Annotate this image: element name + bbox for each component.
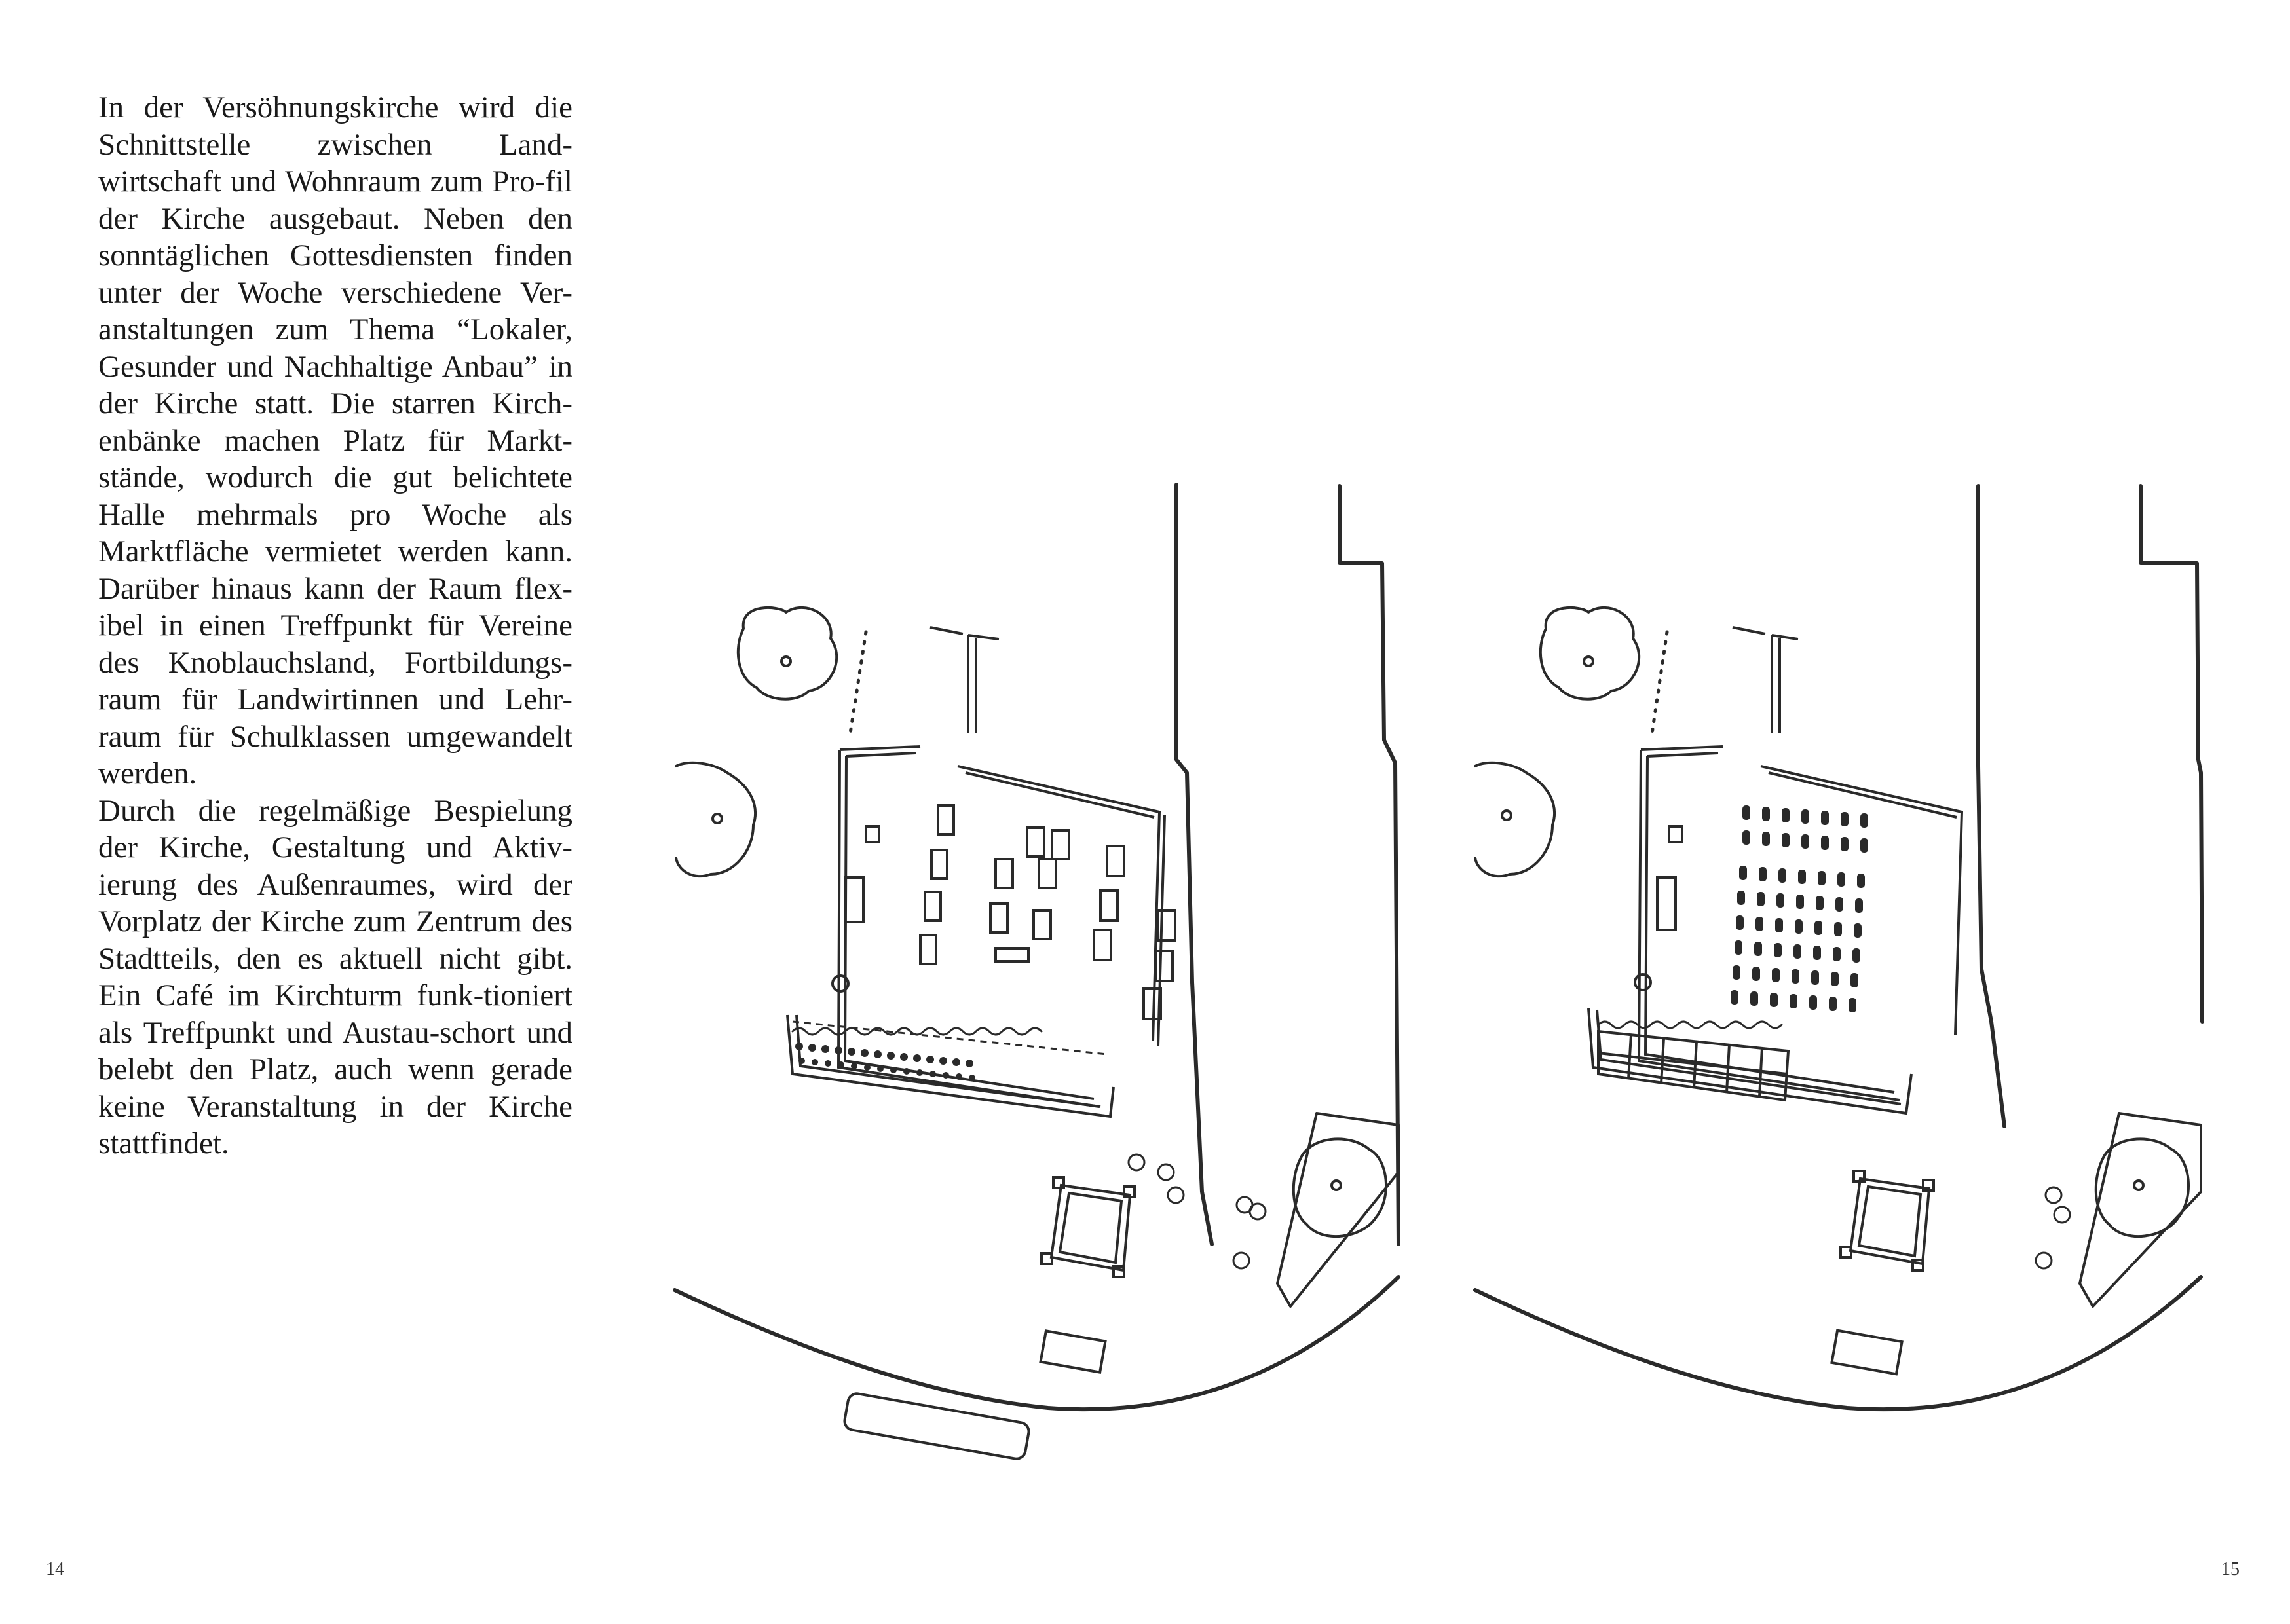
planter-triangle <box>1276 1112 1400 1308</box>
tree-canopy-3 <box>2094 1137 2190 1238</box>
tree-trunk-2 <box>711 813 723 824</box>
entrance-dashed-line <box>792 1020 1108 1056</box>
plan-right-seating-layout <box>1473 484 2204 1412</box>
long-table <box>843 1392 1030 1460</box>
tree-trunk-2 <box>1501 809 1512 821</box>
gazebo-post <box>1123 1185 1136 1198</box>
stall <box>994 858 1014 889</box>
choir-annex <box>929 626 1000 733</box>
stall <box>989 902 1009 934</box>
cafe-table <box>1248 1202 1267 1221</box>
choir-annex <box>1732 626 1799 733</box>
stall <box>1106 845 1125 877</box>
gazebo-post <box>1040 1252 1053 1265</box>
cafe-table <box>1127 1153 1146 1172</box>
stall <box>865 825 880 843</box>
font-circle <box>1634 973 1652 991</box>
church-wall-outer <box>1637 745 1964 1101</box>
page-number-left: 14 <box>46 1559 64 1579</box>
fence-dotted <box>848 630 868 735</box>
right-page: 15 <box>1145 0 2290 1624</box>
road-edge <box>1473 1275 2203 1412</box>
stage-grid <box>1597 1029 1790 1102</box>
tree-trunk-1 <box>1583 655 1594 667</box>
plan-left-market-layout <box>673 483 1400 1460</box>
paragraph-2: Durch die regelmäßige Bespielung der Kir… <box>98 793 572 1161</box>
church-wall-inner <box>1643 752 1957 1094</box>
tree-trunk-3 <box>1330 1179 1342 1191</box>
stall <box>1051 829 1070 860</box>
cafe-table <box>2053 1206 2071 1224</box>
stall <box>1154 950 1174 982</box>
tree-canopy-1 <box>1539 606 1641 701</box>
stall <box>844 876 865 923</box>
bench <box>1830 1329 1904 1376</box>
stage-wave <box>1597 1020 1783 1029</box>
church-wall-inner <box>843 752 1166 1100</box>
stall <box>1026 826 1045 858</box>
market-stalls <box>831 804 1176 1020</box>
stall <box>1032 909 1052 940</box>
stall <box>1093 929 1112 961</box>
gazebo <box>1849 1177 1931 1266</box>
fence-dotted <box>1650 630 1669 735</box>
seating-dots <box>795 1043 975 1081</box>
tree-canopy-3 <box>1292 1137 1387 1238</box>
church-wall-outer <box>836 745 1161 1108</box>
left-page: In der Versöhnungskirche wird die Schnit… <box>46 89 572 1579</box>
side-table <box>1668 825 1683 843</box>
cafe-table <box>2035 1251 2053 1270</box>
cafe-table <box>1157 1163 1175 1181</box>
neighbour-building-outline <box>1174 483 1400 1246</box>
bench <box>1039 1329 1107 1374</box>
stall <box>1157 909 1176 942</box>
paragraph-1: In der Versöhnungskirche wird die Schnit… <box>98 90 572 790</box>
tree-canopy-2 <box>675 761 757 878</box>
stall <box>937 804 955 836</box>
seating-grid <box>1731 805 1868 1012</box>
tree-trunk-1 <box>780 655 792 667</box>
gazebo-post <box>1839 1246 1852 1259</box>
page-number-right: 15 <box>2221 1559 2240 1579</box>
stall <box>1142 987 1162 1020</box>
stall <box>1038 858 1057 889</box>
pew-row-wave <box>791 1027 1043 1036</box>
church-tower <box>1587 1008 1913 1115</box>
tree-canopy-1 <box>736 606 838 701</box>
road-edge <box>673 1275 1400 1412</box>
church-tower <box>786 1014 1115 1118</box>
font-circle <box>831 974 850 993</box>
cafe-table <box>2044 1186 2063 1204</box>
neighbour-building-outline <box>1976 484 2204 1128</box>
planter-triangle <box>2078 1112 2202 1308</box>
gazebo-post <box>1112 1265 1125 1278</box>
cafe-table <box>1167 1186 1185 1204</box>
tree-trunk-3 <box>2133 1179 2145 1191</box>
gazebo-post <box>1852 1170 1866 1183</box>
stall <box>924 891 942 922</box>
stall <box>919 934 937 965</box>
stall <box>994 947 1030 963</box>
side-table <box>1656 876 1677 931</box>
gazebo-post <box>1052 1176 1065 1189</box>
stall <box>930 849 948 880</box>
gazebo-post <box>1911 1259 1924 1272</box>
tree-canopy-2 <box>1474 761 1556 878</box>
gazebo <box>1049 1183 1132 1272</box>
body-text-block: In der Versöhnungskirche wird die Schnit… <box>98 89 572 1162</box>
cafe-table <box>1232 1251 1250 1270</box>
gazebo-post <box>1922 1179 1935 1192</box>
stall <box>1099 889 1119 922</box>
